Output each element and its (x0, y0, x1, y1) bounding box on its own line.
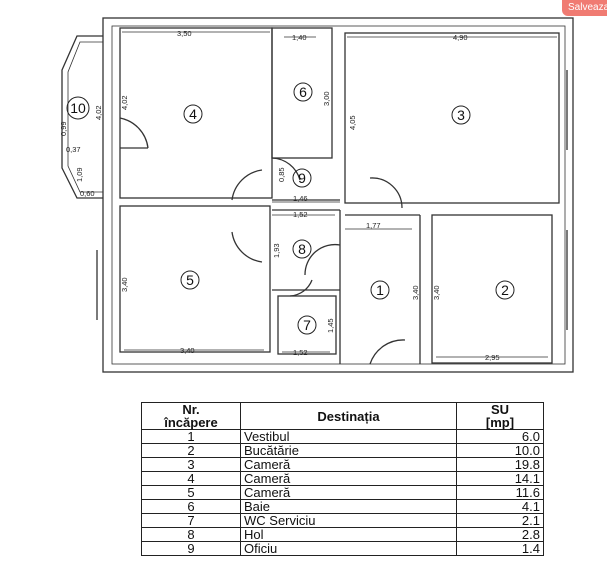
dim-label: 1,52 (293, 348, 308, 357)
destination-cell: Cameră (240, 485, 457, 500)
dim-label: 1,45 (326, 318, 335, 333)
room-number-cell: 9 (141, 541, 241, 556)
destination-cell: Cameră (240, 457, 457, 472)
destination-cell: Oficiu (240, 541, 457, 556)
dim-label: 1,77 (366, 221, 381, 230)
header-room-number: Nr. încăpere (141, 402, 241, 430)
header-surface: SU [mp] (456, 402, 544, 430)
room-number: 4 (189, 106, 197, 122)
destination-cell: Cameră (240, 471, 457, 486)
save-button[interactable]: Salveaza (562, 0, 607, 16)
room-number-cell: 4 (141, 471, 241, 486)
room-number: 5 (186, 272, 194, 288)
dim-label: 3,40 (180, 346, 195, 355)
surface-cell: 11.6 (456, 485, 544, 500)
room-5-outline (119, 205, 271, 353)
room-number: 3 (457, 107, 465, 123)
destination-cell: Baie (240, 499, 457, 514)
destination-cell: Vestibul (240, 429, 457, 444)
dim-label: 0,37 (66, 145, 81, 154)
dim-label: 3,40 (120, 277, 129, 292)
surface-cell: 4.1 (456, 499, 544, 514)
room-number: 1 (376, 282, 384, 298)
dim-label: 1,46 (293, 194, 308, 203)
surface-cell: 2.8 (456, 527, 544, 542)
destination-cell: WC Serviciu (240, 513, 457, 528)
dim-label: 4,02 (120, 95, 129, 110)
dim-label: 0,60 (80, 189, 95, 198)
floor-plan: 3,50 1,40 4,90 3,40 2,95 1,52 1,46 1,52 … (59, 17, 574, 373)
dim-label: 3,50 (177, 29, 192, 38)
legend-header-row: Nr. încăpere Destinația SU [mp] (141, 402, 544, 430)
room-number-cell: 8 (141, 527, 241, 542)
surface-cell: 14.1 (456, 471, 544, 486)
room-number-cell: 2 (141, 443, 241, 458)
destination-cell: Bucătărie (240, 443, 457, 458)
room-3-outline (344, 32, 560, 204)
dim-label: 3,40 (411, 285, 420, 300)
dim-label: 4,02 (94, 105, 103, 120)
dim-label: 1,93 (272, 243, 281, 258)
header-destination: Destinația (240, 402, 457, 430)
room-number-cell: 6 (141, 499, 241, 514)
room-number: 7 (303, 317, 311, 333)
destination-cell: Hol (240, 527, 457, 542)
surface-cell: 2.1 (456, 513, 544, 528)
room-number-cell: 1 (141, 429, 241, 444)
outer-wall (102, 17, 574, 373)
dim-label: 0,99 (59, 121, 68, 136)
room-number: 2 (501, 282, 509, 298)
dim-label: 1,09 (75, 167, 84, 182)
room-number-cell: 3 (141, 457, 241, 472)
dim-label: 0,85 (277, 167, 286, 182)
surface-cell: 6.0 (456, 429, 544, 444)
room-number: 9 (298, 170, 306, 186)
surface-cell: 10.0 (456, 443, 544, 458)
surface-cell: 19.8 (456, 457, 544, 472)
dim-label: 2,95 (485, 353, 500, 362)
dim-label: 3,00 (322, 91, 331, 106)
room-number-cell: 7 (141, 513, 241, 528)
dim-label: 4,05 (348, 115, 357, 130)
room-number: 10 (70, 100, 86, 116)
dim-label: 3,40 (432, 285, 441, 300)
dim-label: 1,52 (293, 210, 308, 219)
room-2-outline (431, 214, 553, 364)
room-number: 6 (299, 84, 307, 100)
balcony-outline (61, 35, 103, 199)
room-number: 8 (298, 241, 306, 257)
dim-label: 1,40 (292, 33, 307, 42)
room-7-outline (277, 295, 337, 355)
room-6-outline (271, 27, 333, 159)
dim-label: 4,90 (453, 33, 468, 42)
surface-cell: 1.4 (456, 541, 544, 556)
room-number-cell: 5 (141, 485, 241, 500)
